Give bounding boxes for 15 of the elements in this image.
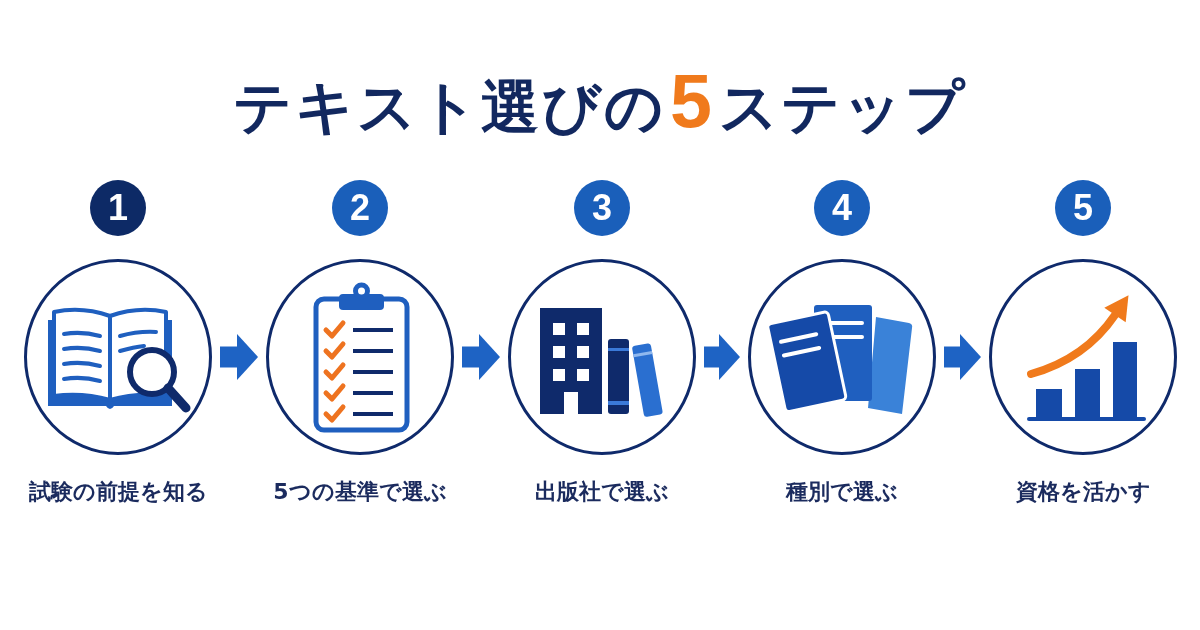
title: テキスト選びの5ステップ	[233, 64, 967, 140]
step-label: 種別で選ぶ	[786, 479, 898, 506]
arrow	[462, 334, 500, 380]
arrow	[220, 334, 258, 380]
number-badge: 2	[332, 180, 388, 236]
number-badge: 5	[1055, 180, 1111, 236]
step-label: 資格を活かす	[1015, 479, 1151, 506]
number-badge: 3	[574, 180, 630, 236]
step-label: 試験の前提を知る	[28, 479, 208, 506]
step-label: 出版社で選ぶ	[535, 479, 669, 506]
number-badge: 1	[90, 180, 146, 236]
arrow	[944, 334, 981, 380]
number-badge: 4	[814, 180, 870, 236]
step-label: 5つの基準で選ぶ	[273, 479, 447, 506]
arrow	[704, 334, 740, 380]
